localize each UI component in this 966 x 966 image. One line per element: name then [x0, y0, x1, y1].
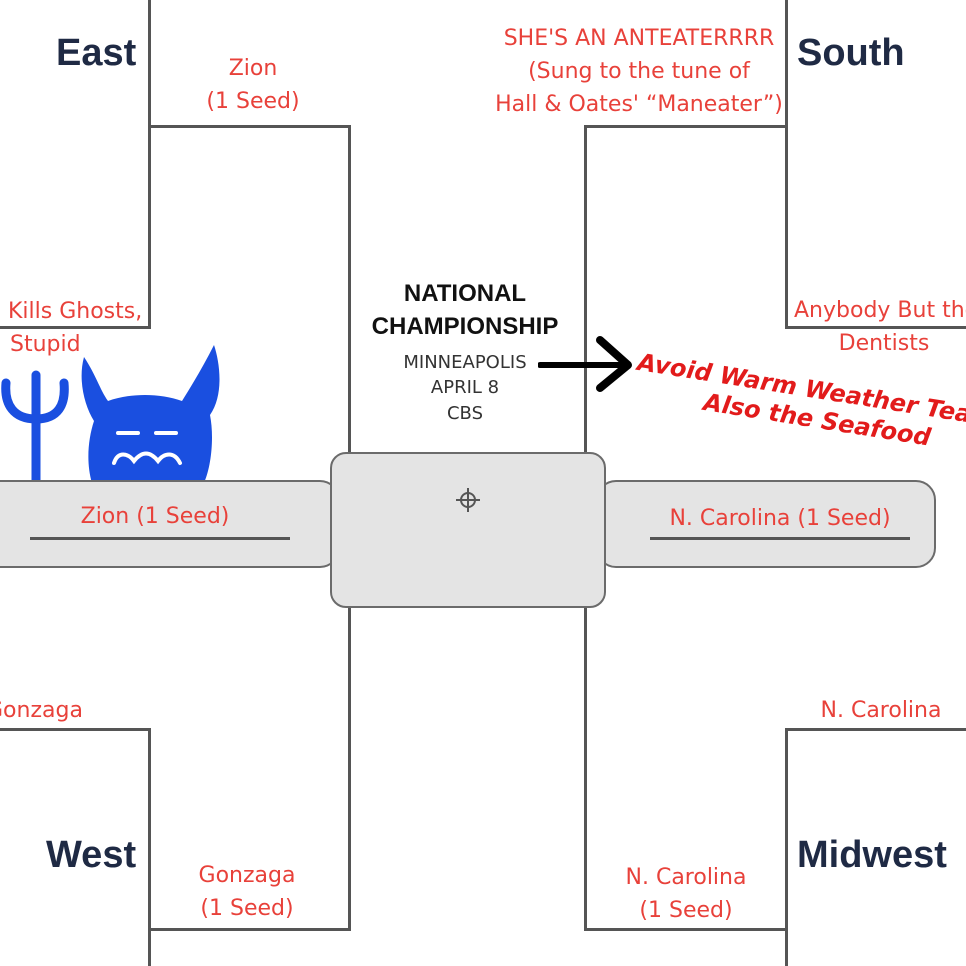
champion-slot[interactable]	[330, 452, 606, 608]
bracket-line	[785, 0, 788, 127]
pick-line: Hall & Oates' “Maneater”)	[495, 92, 783, 117]
south-semifinal-pick[interactable]: SHE'S AN ANTEATERRRR (Sung to the tune o…	[494, 22, 784, 121]
pick-line: Stupid	[10, 332, 81, 357]
bracket-line	[148, 928, 351, 931]
midwest-side-pick[interactable]: N. Carolina	[820, 698, 942, 723]
pick-seed: (1 Seed)	[200, 896, 294, 921]
region-west-label: West	[46, 834, 137, 876]
bracket-line	[0, 326, 151, 329]
bracket-line	[148, 128, 151, 328]
bracket-line	[785, 128, 788, 328]
bracket-line	[785, 728, 966, 731]
championship-title-line2: CHAMPIONSHIP	[371, 313, 559, 340]
bracket-line	[584, 605, 587, 931]
championship-title-line1: NATIONAL	[403, 280, 527, 307]
pick-line: (Sung to the tune of	[528, 59, 750, 84]
east-semifinal-pick[interactable]: Zion (1 Seed)	[178, 52, 328, 118]
right-finalist-name: N. Carolina (1 Seed)	[669, 506, 891, 531]
pick-team: Zion	[228, 56, 278, 81]
bracket-line	[148, 0, 151, 127]
championship-date: APRIL 8	[430, 377, 500, 398]
pick-seed: (1 Seed)	[639, 898, 733, 923]
region-south-label: South	[797, 32, 905, 74]
region-east-label: East	[56, 32, 137, 74]
championship-city: MINNEAPOLIS	[403, 352, 527, 373]
left-finalist-slot[interactable]	[0, 480, 340, 568]
pick-team: Gonzaga	[198, 863, 296, 888]
east-side-pick[interactable]: Kills Ghosts, Stupid	[8, 295, 142, 361]
championship-network: CBS	[446, 403, 484, 424]
right-arrow-icon	[538, 336, 632, 392]
bracket-line	[584, 125, 587, 455]
crosshair-icon	[456, 488, 480, 512]
left-finalist-name: Zion (1 Seed)	[80, 504, 230, 529]
west-semifinal-pick[interactable]: Gonzaga (1 Seed)	[172, 859, 322, 925]
pick-team: N. Carolina	[625, 865, 747, 890]
bracket-line	[785, 728, 788, 966]
south-side-pick[interactable]: Anybody But the Dentists	[794, 294, 966, 360]
midwest-semifinal-pick[interactable]: N. Carolina (1 Seed)	[606, 861, 766, 927]
bracket-line	[0, 728, 151, 731]
bracket-line	[584, 125, 788, 128]
right-finalist-underline	[650, 537, 910, 540]
bracket-line	[148, 728, 151, 966]
left-finalist-underline	[30, 537, 290, 540]
right-finalist-slot[interactable]	[596, 480, 936, 568]
pick-line: Anybody But the	[794, 298, 966, 323]
bracket-line	[785, 326, 966, 329]
region-midwest-label: Midwest	[797, 834, 947, 876]
pick-line: SHE'S AN ANTEATERRRR	[503, 26, 775, 51]
pick-seed: (1 Seed)	[206, 89, 300, 114]
bracket-line	[348, 125, 351, 455]
blue-devil-doodle	[1, 345, 220, 485]
pick-line: Kills Ghosts,	[8, 299, 143, 324]
bracket-line	[348, 605, 351, 931]
west-side-pick[interactable]: Gonzaga	[0, 698, 83, 723]
bracket-line	[148, 125, 351, 128]
pick-line: Dentists	[838, 331, 930, 356]
bracket-line	[584, 928, 788, 931]
